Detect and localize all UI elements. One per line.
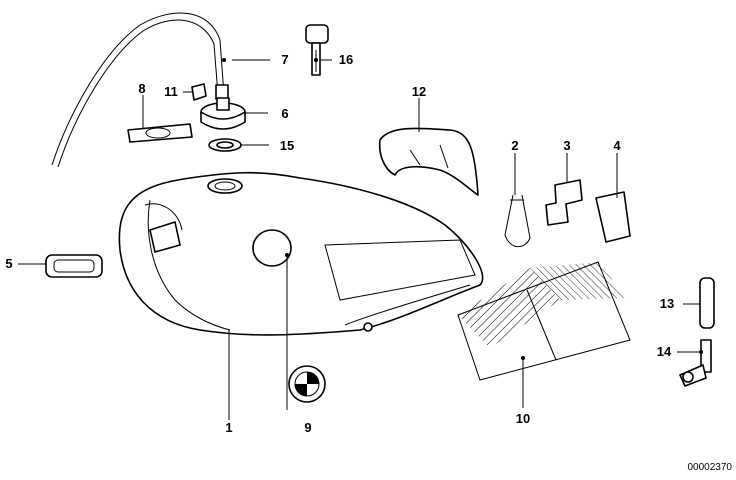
gasket-part bbox=[208, 138, 242, 152]
callout-8: 8 bbox=[138, 81, 145, 96]
filler-cap-part bbox=[200, 97, 246, 130]
breather-hose-part bbox=[51, 12, 229, 168]
callout-5: 5 bbox=[5, 256, 12, 271]
rubber-pad-part bbox=[45, 254, 103, 278]
callout-9: 9 bbox=[304, 420, 311, 435]
bracket-part bbox=[545, 179, 583, 226]
callout-labels: 1 2 3 4 5 6 7 8 9 10 11 12 13 14 15 16 0… bbox=[5, 52, 732, 473]
callout-4: 4 bbox=[613, 138, 621, 153]
callout-15: 15 bbox=[280, 138, 294, 153]
tank-pad-part bbox=[457, 261, 631, 381]
fuel-tap-part bbox=[679, 339, 712, 387]
callout-12: 12 bbox=[412, 84, 426, 99]
label-sticker-part bbox=[127, 123, 193, 143]
leader-lines bbox=[18, 58, 703, 420]
callout-7: 7 bbox=[281, 52, 288, 67]
emblem-part bbox=[288, 365, 326, 403]
key-part bbox=[305, 24, 329, 76]
callout-10: 10 bbox=[516, 411, 530, 426]
callout-3: 3 bbox=[563, 138, 570, 153]
fuel-tank-part bbox=[118, 171, 484, 336]
clip-part bbox=[191, 83, 207, 101]
wire-clip-part bbox=[504, 194, 531, 248]
callout-14: 14 bbox=[657, 344, 672, 359]
callout-2: 2 bbox=[511, 138, 518, 153]
callout-6: 6 bbox=[281, 106, 288, 121]
callout-1: 1 bbox=[225, 420, 232, 435]
document-number: 00002370 bbox=[688, 462, 733, 473]
hose-part bbox=[699, 277, 715, 329]
callout-11: 11 bbox=[164, 84, 178, 99]
callout-16: 16 bbox=[339, 52, 353, 67]
rubber-buffer-part bbox=[595, 191, 631, 243]
knee-pad-part bbox=[378, 127, 479, 196]
callout-13: 13 bbox=[660, 296, 674, 311]
